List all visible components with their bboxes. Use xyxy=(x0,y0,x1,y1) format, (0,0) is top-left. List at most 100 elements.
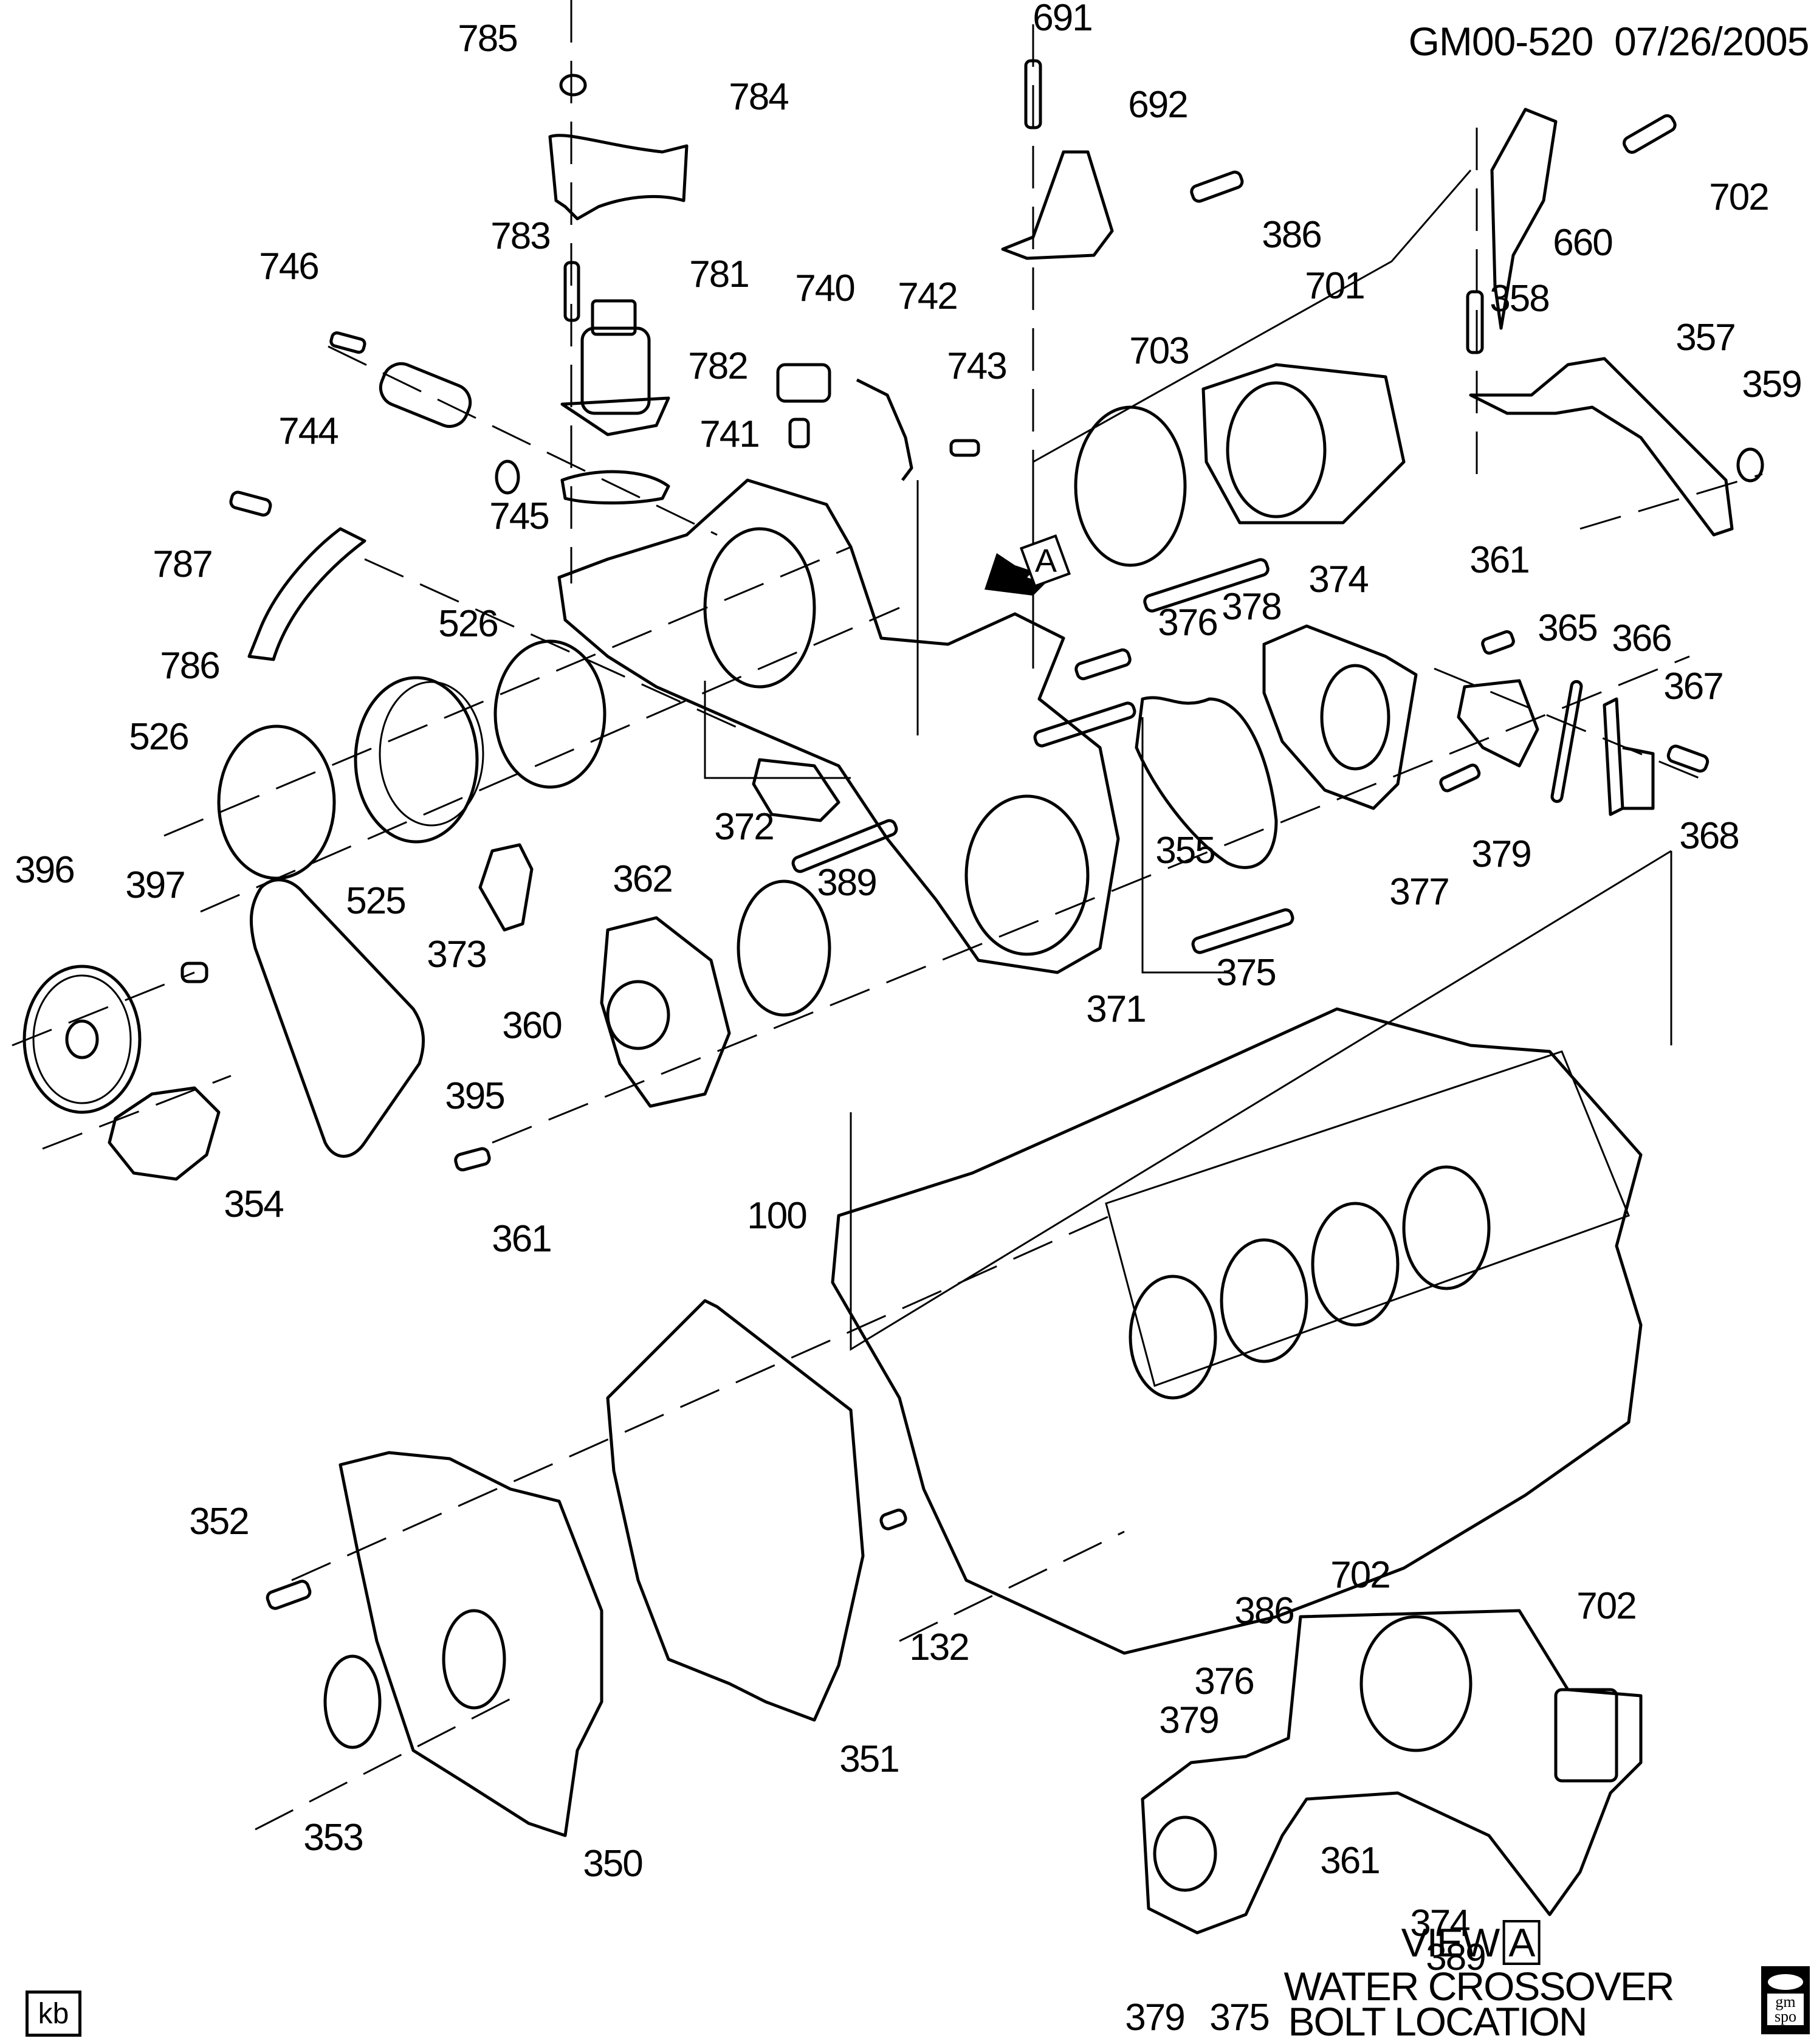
bolt-375 xyxy=(1191,908,1294,954)
callout-396: 396 xyxy=(15,849,75,891)
callout-746: 746 xyxy=(259,246,319,287)
callout-359: 359 xyxy=(1742,363,1802,405)
throttle-body-701 xyxy=(1201,363,1406,525)
diagram-header: GM00-520 07/26/2005 xyxy=(1409,21,1810,61)
callout-374: 374 xyxy=(1308,559,1369,600)
gasket-373 xyxy=(478,843,534,932)
callout-389: 389 xyxy=(817,862,877,904)
egr-pipe-786 xyxy=(247,527,366,661)
view-a-callout-361: 361 xyxy=(1320,1840,1380,1882)
seal-362 xyxy=(737,879,831,1017)
callout-785: 785 xyxy=(458,18,518,60)
nut-785 xyxy=(559,74,587,97)
callout-100: 100 xyxy=(747,1195,807,1237)
thermostat-housing-367 xyxy=(1603,697,1655,816)
stud-386 xyxy=(1190,170,1244,203)
callout-743: 743 xyxy=(947,345,1007,387)
stud-355 xyxy=(1033,701,1136,748)
callout-361-lower: 361 xyxy=(492,1218,552,1260)
bracket-692 xyxy=(1001,150,1114,260)
bolt-746 xyxy=(329,331,366,354)
belt-tensioner-354 xyxy=(108,1086,221,1181)
bolt-358 xyxy=(1466,290,1484,354)
bolt-376 xyxy=(1074,648,1132,681)
callout-350: 350 xyxy=(583,1843,643,1885)
callout-376: 376 xyxy=(1158,602,1218,644)
callout-742: 742 xyxy=(898,275,958,317)
callout-660: 660 xyxy=(1553,222,1613,264)
clamp-526-lower xyxy=(217,724,336,880)
callout-351: 351 xyxy=(839,1738,899,1780)
callout-781: 781 xyxy=(689,253,749,295)
callout-132: 132 xyxy=(909,1626,969,1668)
callout-783: 783 xyxy=(490,215,551,257)
callout-360: 360 xyxy=(502,1005,562,1047)
logo-text-gm: gm xyxy=(1775,1993,1796,2011)
view-a-callout-386: 386 xyxy=(1234,1590,1294,1632)
water-pump-cover-377 xyxy=(1262,624,1418,810)
callout-377: 377 xyxy=(1389,871,1449,913)
callout-378: 378 xyxy=(1222,586,1282,628)
callout-372: 372 xyxy=(714,806,774,848)
callout-354: 354 xyxy=(224,1183,284,1225)
gm-logo-oval-icon xyxy=(1768,1974,1803,1990)
callout-784: 784 xyxy=(729,76,789,118)
drive-belt-395 xyxy=(250,878,425,1158)
thermostat-365 xyxy=(1457,679,1539,768)
seal-741 xyxy=(788,418,810,449)
valve-744 xyxy=(379,362,472,428)
view-a-caption-line2: BOLT LOCATION xyxy=(1288,1999,1587,2044)
callout-357: 357 xyxy=(1675,317,1736,359)
view-a-callout-375: 375 xyxy=(1209,1997,1270,2039)
callout-355: 355 xyxy=(1155,830,1215,872)
callout-371: 371 xyxy=(1086,988,1146,1030)
callout-702: 702 xyxy=(1709,176,1769,218)
view-marker-letter: A xyxy=(1034,543,1057,579)
callout-353: 353 xyxy=(303,1817,363,1859)
callout-744: 744 xyxy=(278,410,338,452)
callout-692: 692 xyxy=(1128,84,1188,126)
callout-782: 782 xyxy=(688,345,748,387)
callout-361-upper: 361 xyxy=(1469,539,1530,581)
callout-367: 367 xyxy=(1663,666,1723,707)
front-cover-350 xyxy=(338,1451,603,1837)
seal-353 xyxy=(323,1654,382,1749)
sensor-740 xyxy=(776,363,831,403)
callout-525: 525 xyxy=(346,880,406,922)
artist-initials: kb xyxy=(38,1997,69,2030)
callout-386: 386 xyxy=(1262,214,1322,256)
callout-740: 740 xyxy=(795,267,855,309)
bolt-389 xyxy=(791,819,898,873)
stud-379 xyxy=(1439,763,1481,793)
view-a-callout-376: 376 xyxy=(1194,1660,1254,1702)
bolt-397 xyxy=(180,962,208,983)
callout-375: 375 xyxy=(1216,952,1276,994)
logo-text-spo: spo xyxy=(1774,2008,1797,2025)
gmspo-logo: gm spo xyxy=(1761,1966,1810,2034)
callout-526-upper: 526 xyxy=(438,603,498,645)
callout-365: 365 xyxy=(1538,607,1598,649)
callout-368: 368 xyxy=(1679,815,1739,857)
heat-shield-784 xyxy=(548,134,689,221)
bolt-691 xyxy=(1024,59,1042,129)
engine-block-100 xyxy=(831,1007,1643,1655)
bolt-374 xyxy=(1143,558,1270,613)
callout-358: 358 xyxy=(1490,278,1550,320)
seal-703 xyxy=(1074,405,1187,567)
water-crossover-371-assembly xyxy=(557,478,1120,974)
egr-gasket-782 xyxy=(560,470,670,504)
callout-786: 786 xyxy=(160,645,220,687)
air-inlet-duct-525 xyxy=(354,676,484,844)
heat-shield-357 xyxy=(1469,357,1734,537)
callout-701: 701 xyxy=(1305,265,1365,307)
callout-397: 397 xyxy=(125,864,185,906)
callout-379: 379 xyxy=(1471,833,1531,875)
bracket-660 xyxy=(1490,108,1558,330)
seal-745 xyxy=(495,459,520,495)
artist-initials-box: kb xyxy=(26,1991,81,2037)
view-letter-box: A xyxy=(1502,1920,1541,1965)
egr-valve-781 xyxy=(560,299,670,436)
stud-783 xyxy=(563,261,580,322)
